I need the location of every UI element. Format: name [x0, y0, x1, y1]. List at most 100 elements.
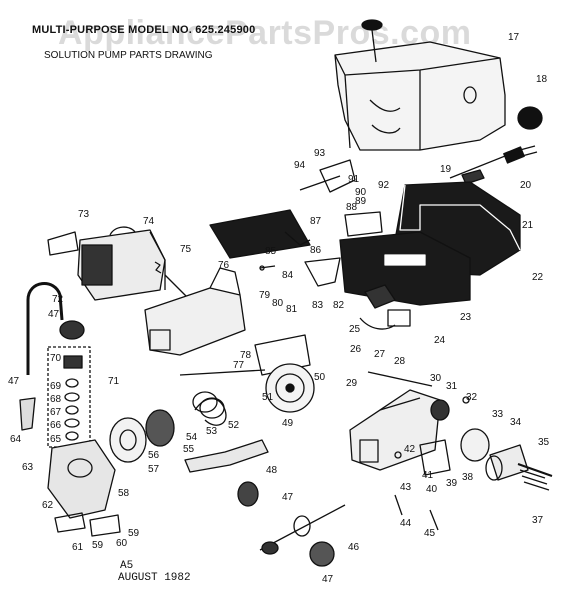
callout: 84 [282, 270, 294, 281]
callout: 25 [349, 324, 361, 335]
part-gear-33 [460, 428, 490, 462]
callout: 94 [294, 160, 306, 171]
callout: 67 [50, 407, 62, 418]
callout: 20 [520, 180, 532, 191]
callout: 58 [118, 488, 130, 499]
callout: 52 [228, 420, 240, 431]
part-switch [359, 284, 411, 330]
callout: 45 [424, 528, 436, 539]
part-motor-cover [334, 19, 506, 151]
callout: 43 [400, 482, 412, 493]
callout: 19 [440, 164, 452, 175]
part-spring-75 [154, 261, 162, 274]
callout: 76 [218, 260, 230, 271]
callout: 26 [350, 344, 362, 355]
callout: 23 [460, 312, 472, 323]
part-nozzle [19, 397, 36, 431]
drawing-title: MULTI-PURPOSE MODEL NO. 625.245900 [32, 24, 256, 36]
callout: 28 [394, 356, 406, 367]
part-spring-35 [517, 463, 553, 491]
part-rod-28 [367, 371, 433, 387]
callout: 32 [466, 392, 478, 403]
callout: 41 [422, 470, 434, 481]
callout: 87 [310, 216, 322, 227]
part-washer [462, 396, 470, 404]
footer-code: A5 [120, 560, 134, 572]
part-bracket-78 [254, 334, 311, 376]
part-gaskets [109, 409, 175, 463]
part-wheel [265, 363, 315, 413]
callout: 89 [355, 196, 367, 207]
callout: 50 [314, 372, 326, 383]
callout: 62 [42, 500, 54, 511]
callout: 59 [92, 540, 104, 551]
callout: 77 [233, 360, 245, 371]
callout: 47 [8, 376, 20, 387]
callout: 17 [508, 32, 520, 43]
callout: 75 [180, 244, 192, 255]
part-hose [26, 282, 64, 375]
callout: 65 [50, 434, 62, 445]
callout: 90 [355, 187, 367, 198]
callout: 27 [374, 349, 386, 360]
callout: 21 [522, 220, 534, 231]
part-power-cord [449, 145, 538, 185]
callout: 57 [148, 464, 160, 475]
part-pump-housing [47, 439, 116, 519]
callout: 55 [183, 444, 195, 455]
callout: 83 [312, 300, 324, 311]
callout: 56 [148, 450, 160, 461]
callout: 18 [536, 74, 548, 85]
callout: 86 [310, 245, 322, 256]
part-motor [77, 226, 191, 301]
callout: 34 [510, 417, 522, 428]
callout: 93 [314, 148, 326, 159]
part-gear-mid [237, 481, 259, 507]
callout: 46 [348, 542, 360, 553]
part-screw-45 [429, 509, 439, 531]
footer-date: AUGUST 1982 [118, 572, 191, 584]
callout: 47 [282, 492, 294, 503]
callout: 66 [50, 420, 62, 431]
callout: 80 [272, 298, 284, 309]
part-screw-44 [394, 494, 403, 516]
part-plate-61 [54, 512, 86, 533]
part-connecting-rod [184, 439, 269, 473]
part-rod [179, 369, 266, 376]
part-plate-60 [89, 514, 121, 537]
callout: 44 [400, 518, 412, 529]
part-lower-shaft [259, 504, 346, 555]
callout: 64 [10, 434, 22, 445]
part-right-housing [349, 389, 441, 471]
callout: 49 [282, 418, 294, 429]
part-bracket-73 [47, 231, 79, 256]
part-brackets [259, 159, 383, 287]
callout: 70 [50, 353, 62, 364]
callout: 68 [50, 394, 62, 405]
part-clip-42 [394, 451, 402, 459]
callout: 85 [265, 246, 277, 257]
part-base-housing [339, 181, 521, 306]
drawing-subtitle: SOLUTION PUMP PARTS DRAWING [44, 50, 213, 61]
part-impeller-bottom [309, 541, 335, 567]
callout: 33 [492, 409, 504, 420]
callout: 40 [426, 484, 438, 495]
part-kit-items [63, 355, 83, 441]
callout: 59 [128, 528, 140, 539]
part-roller [485, 444, 529, 481]
callout: 82 [333, 300, 345, 311]
callout: 79 [259, 290, 271, 301]
callout: 63 [22, 462, 34, 473]
callout: 60 [116, 538, 128, 549]
callout: 88 [346, 202, 358, 213]
callout: 47 [322, 574, 334, 585]
callout: 51 [262, 392, 274, 403]
callout: 38 [462, 472, 474, 483]
callout: 30 [430, 373, 442, 384]
callouts: 17 18 19 20 21 22 23 24 25 26 27 28 29 3… [8, 32, 550, 585]
callout: 22 [532, 272, 544, 283]
part-spring-52 [192, 391, 227, 426]
callout: 78 [240, 350, 252, 361]
callout: 37 [532, 515, 544, 526]
